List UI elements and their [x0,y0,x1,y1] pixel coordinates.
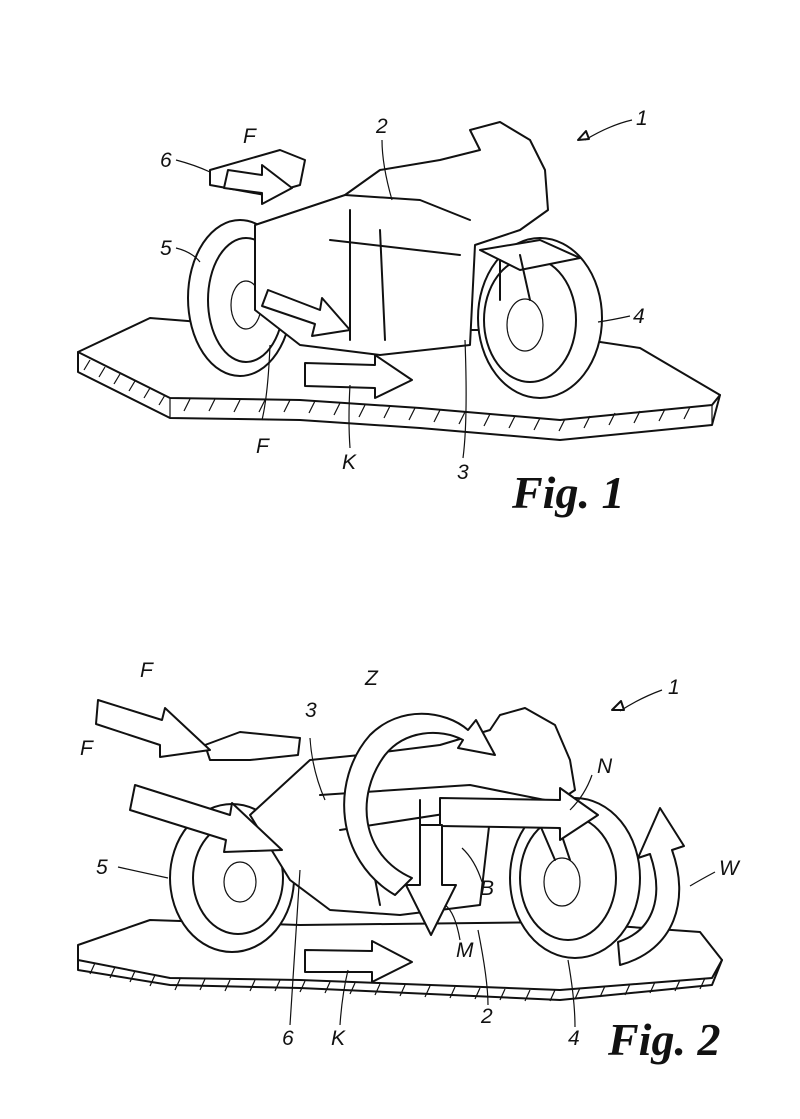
ref-rotation-w: W [719,857,739,880]
ref-airflow-lower: F [80,737,93,760]
figure-1: 1 2 F 6 5 4 F K 3 Fig. 1 [77,107,721,518]
ground-hatching [83,359,691,432]
caption-fig1: Fig. 1 [512,467,625,518]
motorcycle-body-fig2 [204,707,576,916]
rotation-arrow-z [343,712,496,896]
ref-frame: 2 [376,115,388,138]
ref-travel: K [342,451,357,474]
motorcycle-drawing-fig1 [77,119,721,459]
ref-seat: 6 [160,149,172,172]
ref-frame: 2 [481,1005,493,1028]
ref-airflow-lower: F [256,435,269,458]
travel-arrow-fig1 [304,354,413,399]
ref-airflow-upper: F [140,659,153,682]
ref-radiator: 3 [305,699,317,722]
ref-force-b: B [480,877,495,900]
ref-moment-m: M [456,939,474,962]
ground-hatching [89,962,706,1002]
airflow-arrow-upper-fig2 [95,699,211,758]
airflow-arrow-upper-fig1 [223,164,293,205]
force-arrow-n [439,787,599,841]
ref-seat: 6 [282,1027,294,1050]
ref-rear-wheel: 5 [160,237,172,260]
moment-arrow-m [405,824,457,936]
ref-rotation-z: Z [365,667,378,690]
ref-airflow-upper: F [243,125,256,148]
ref-force-n: N [597,755,613,778]
figure-2: 1 F Z 3 F N 5 W B M 6 K 2 4 Fig. 2 [0,560,800,1119]
ref-rear-wheel: 5 [96,856,108,879]
leader-lines-fig1 [175,119,633,459]
leader-lines-fig2 [117,689,716,1028]
ref-vehicle: 1 [668,676,680,699]
ref-front-wheel: 4 [633,305,645,328]
ref-vehicle: 1 [636,107,648,130]
ref-travel: K [331,1027,346,1050]
motorcycle-drawing-fig2 [77,689,723,1028]
caption-fig2: Fig. 2 [608,1014,721,1065]
ref-front-wheel: 4 [568,1027,580,1050]
airflow-arrow-lower-fig2 [129,784,283,853]
airflow-arrow-lower-fig1 [261,289,351,337]
front-wheel-fig1 [477,237,603,399]
ref-radiator: 3 [457,461,469,484]
rotation-arrow-w [617,807,685,966]
travel-arrow-fig2 [304,940,413,983]
